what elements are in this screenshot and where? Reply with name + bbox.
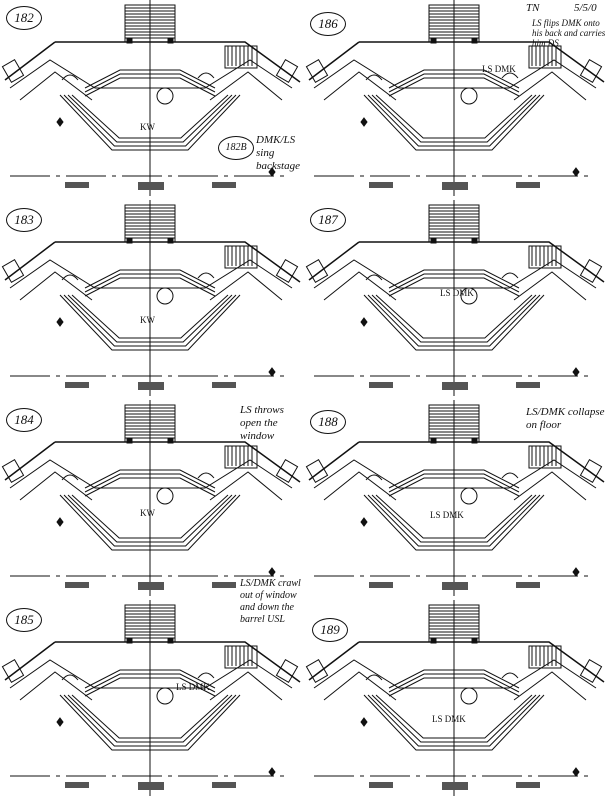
cue-number: 189 (312, 618, 348, 642)
actor-positions: LS DMK (432, 714, 466, 724)
cue-number: 185 (6, 608, 42, 632)
blocking-note: LS/DMK collapse on floor (526, 406, 605, 431)
stage-ground-plan (1, 400, 301, 596)
blocking-note: LS flips DMK onto his back and carries h… (532, 18, 606, 48)
blocking-diagram-189: 189 LS DMK (304, 600, 607, 800)
actor-positions: LS DMK (430, 510, 464, 520)
actor-positions: LS DMK (440, 288, 474, 298)
cue-number: 183 (6, 208, 42, 232)
sub-cue-number: 182B (218, 136, 254, 160)
cue-number: 187 (310, 208, 346, 232)
blocking-diagram-185: 185 LS/DMK crawl out of window and down … (0, 578, 303, 800)
actor-positions: KW (140, 122, 155, 132)
blocking-diagram-186: 186 TN 5/5/0 LS flips DMK onto his back … (304, 0, 607, 200)
blocking-diagram-183: 183 KW (0, 200, 303, 400)
stage-ground-plan (305, 200, 605, 396)
actor-positions: LS DMK (482, 64, 516, 74)
blocking-note: LS/DMK crawl out of window and down the … (240, 578, 301, 625)
blocking-note: LS throws open the window (240, 404, 284, 442)
date: 5/5/0 (574, 2, 597, 14)
blocking-diagram-188: 188 LS/DMK collapse on floor LS DMK (304, 400, 607, 600)
stage-ground-plan (305, 0, 605, 196)
actor-positions: KW (140, 315, 155, 325)
initials: TN (526, 2, 540, 14)
stage-ground-plan (1, 600, 301, 796)
blocking-note: DMK/LS sing backstage (256, 134, 300, 172)
cue-number: 184 (6, 408, 42, 432)
stage-ground-plan (305, 400, 605, 596)
blocking-diagram-184: 184 LS throws open the window KW (0, 400, 303, 600)
blocking-diagram-182: 182 KW 182B DMK/LS sing backstage (0, 0, 303, 200)
stage-ground-plan (1, 200, 301, 396)
cue-number: 186 (310, 12, 346, 36)
stage-ground-plan (305, 600, 605, 796)
actor-positions: LS DMK (176, 682, 210, 692)
actor-positions: KW (140, 508, 155, 518)
stage-ground-plan (1, 0, 301, 196)
cue-number: 188 (310, 410, 346, 434)
blocking-diagram-187: 187 LS DMK (304, 200, 607, 400)
cue-number: 182 (6, 6, 42, 30)
